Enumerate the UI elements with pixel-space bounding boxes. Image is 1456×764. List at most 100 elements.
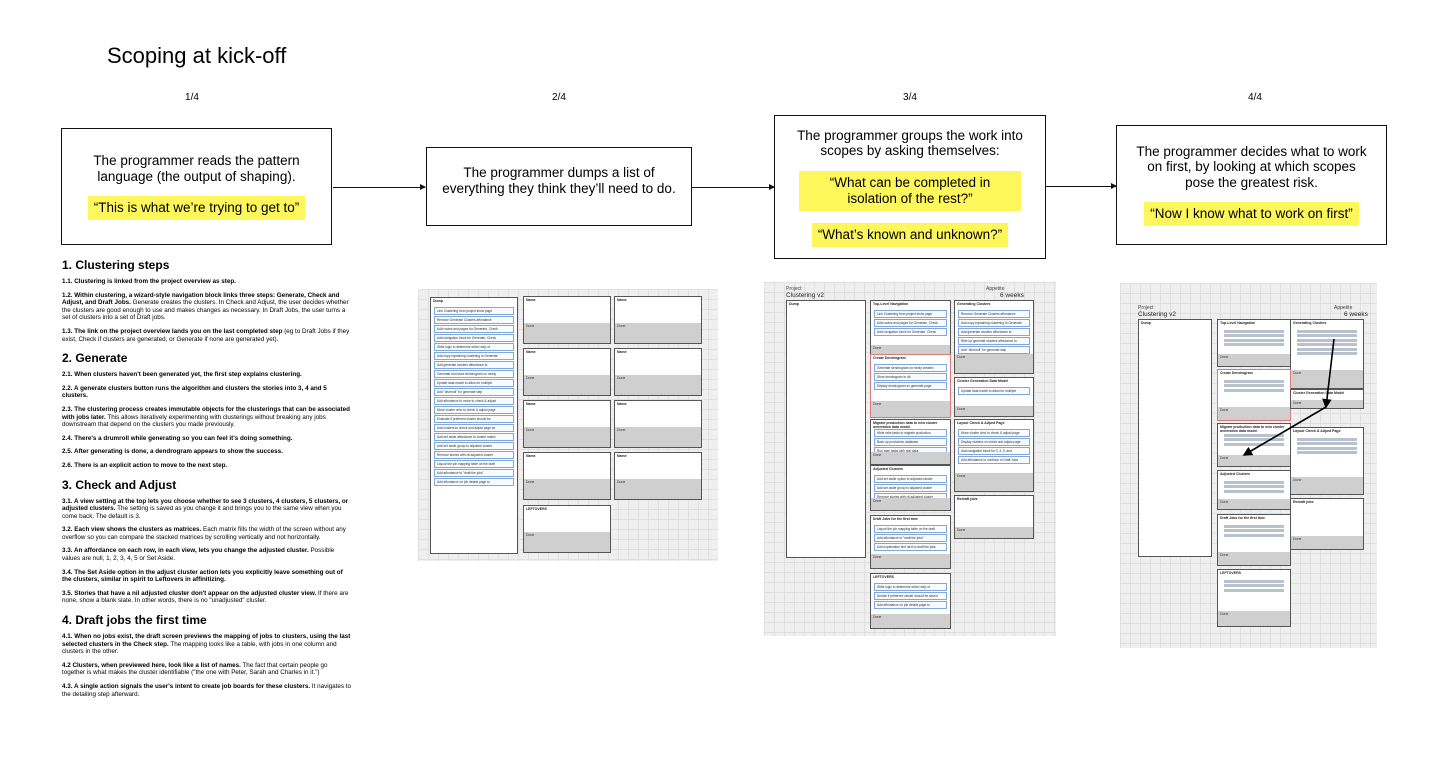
done-area: Done (871, 401, 950, 417)
scope-title: Name (526, 350, 536, 354)
task-card-placeholder (1224, 338, 1284, 342)
scope-title: Name (617, 402, 627, 406)
project-label: Project (1138, 305, 1154, 311)
done-label: Done (957, 528, 966, 532)
priority-arrows (1242, 338, 1335, 456)
scope-title: Create Dendrogram (873, 356, 906, 360)
scope-title: Layout Check & Adjust Page (1293, 429, 1341, 433)
scope-title: Redraft jobs (1293, 500, 1314, 504)
done-area: Done (524, 375, 610, 395)
task-card-placeholder (1224, 384, 1284, 387)
requirement-item: 1.3. The link on the project overview la… (62, 328, 352, 343)
requirement-text: Possible values are null, 1, 2, 3, 4, 5 … (62, 547, 335, 563)
task-card-placeholder (1297, 352, 1357, 355)
task-card: Display clusters on check and adjust pag… (958, 438, 1030, 446)
scope-title: Adjusted Clusters (1220, 472, 1250, 476)
done-area: Done (615, 427, 701, 447)
done-label: Done (1293, 401, 1302, 405)
priority-arrow (1242, 406, 1327, 456)
requirement-item: 2.5. After generating is done, a dendrog… (62, 448, 352, 456)
task-card: Wire up generate clusters affordance to (958, 337, 1030, 345)
task-card: Back up production database (874, 438, 947, 446)
requirement-item: 2.3. The clustering process creates immu… (62, 406, 352, 429)
done-area: Done (1291, 370, 1363, 388)
done-label: Done (526, 324, 535, 328)
done-label: Done (1220, 408, 1229, 412)
scope-title: Migrate production data to new cluster g… (1220, 425, 1285, 432)
done-area: Done (955, 527, 1033, 538)
done-area: Done (1291, 477, 1363, 494)
task-card-placeholder (1224, 584, 1284, 587)
requirement-bold: 4.1. When no jobs exist, the draft scree… (62, 633, 351, 648)
done-label: Done (873, 346, 882, 350)
task-card: Write logic to determine which step of (874, 583, 947, 591)
page-title: Scoping at kick-off (107, 43, 287, 68)
done-label: Done (1220, 612, 1229, 616)
section-heading: 3. Check and Adjust (62, 477, 177, 492)
scope-title: Draft Jobs for the first time (873, 517, 918, 521)
scope-title: Create Dendrogram (1220, 371, 1253, 375)
task-card: Add copy explaining clustering to Genera… (434, 352, 514, 360)
task-card-placeholder (1297, 347, 1357, 351)
section-heading: 1. Clustering steps (62, 258, 170, 272)
task-card: Add "drumroll" for generate step (434, 388, 514, 396)
task-card: Add generate clusters affordance to (958, 328, 1030, 336)
done-area: Done (871, 554, 950, 568)
done-label: Done (1220, 456, 1229, 460)
requirement-item: 3.2. Each view shows the clusters as mat… (62, 526, 352, 541)
task-card-placeholder (1224, 334, 1284, 337)
task-card: Add affordance to continue to Draft Jobs (958, 456, 1030, 464)
scope-title: Name (526, 402, 536, 406)
done-area: Done (615, 375, 701, 395)
done-area: Done (1218, 611, 1290, 626)
step-number-label: 3/4 (903, 92, 917, 103)
task-card: Add affordance to move to check & adjust (434, 397, 514, 405)
scope-title: LEFTOVERS (873, 575, 894, 579)
scope-title: Top-Level Navigation (1220, 321, 1256, 325)
scope-title: Cluster Generation Data Model (957, 379, 1009, 383)
requirement-item: 4.3. A single action signals the user's … (62, 683, 352, 698)
step-description: The programmer decides what to work on f… (1136, 143, 1367, 190)
done-area: Done (1218, 407, 1290, 420)
done-label: Done (1293, 478, 1302, 482)
task-card: Write rake tasks to migrate production (874, 429, 947, 437)
done-label: Done (617, 480, 626, 484)
requirement-text: The fact that certain people go together… (62, 661, 328, 677)
task-card: Write logic to determine which step of (434, 343, 514, 351)
step-box: The programmer groups the work into scop… (774, 115, 1046, 259)
requirement-bold: 2.2. A generate clusters button runs the… (62, 384, 327, 400)
task-card-placeholder (1224, 533, 1284, 537)
step-number-label: 4/4 (1248, 92, 1262, 103)
scope-panel: Migrate production data to new cluster g… (870, 419, 951, 465)
step-description: The programmer groups the work into scop… (797, 127, 1023, 159)
task-card-placeholder (1297, 442, 1357, 445)
task-card-placeholder (1224, 438, 1284, 441)
task-card-placeholder (1224, 489, 1284, 493)
requirement-bold: 4.3. A single action signals the user's … (62, 683, 311, 690)
scope-title: Migrate production data to new cluster g… (873, 421, 938, 428)
task-card: Link Clustering from project show page (434, 307, 514, 315)
task-card: Remove stories with nil adjusted cluster (434, 451, 514, 459)
done-label: Done (526, 533, 535, 537)
done-label: Done (873, 499, 882, 503)
task-card: Add affordance on job details page to (434, 478, 514, 486)
requirement-item: 2.6. There is an explicit action to move… (62, 462, 352, 470)
